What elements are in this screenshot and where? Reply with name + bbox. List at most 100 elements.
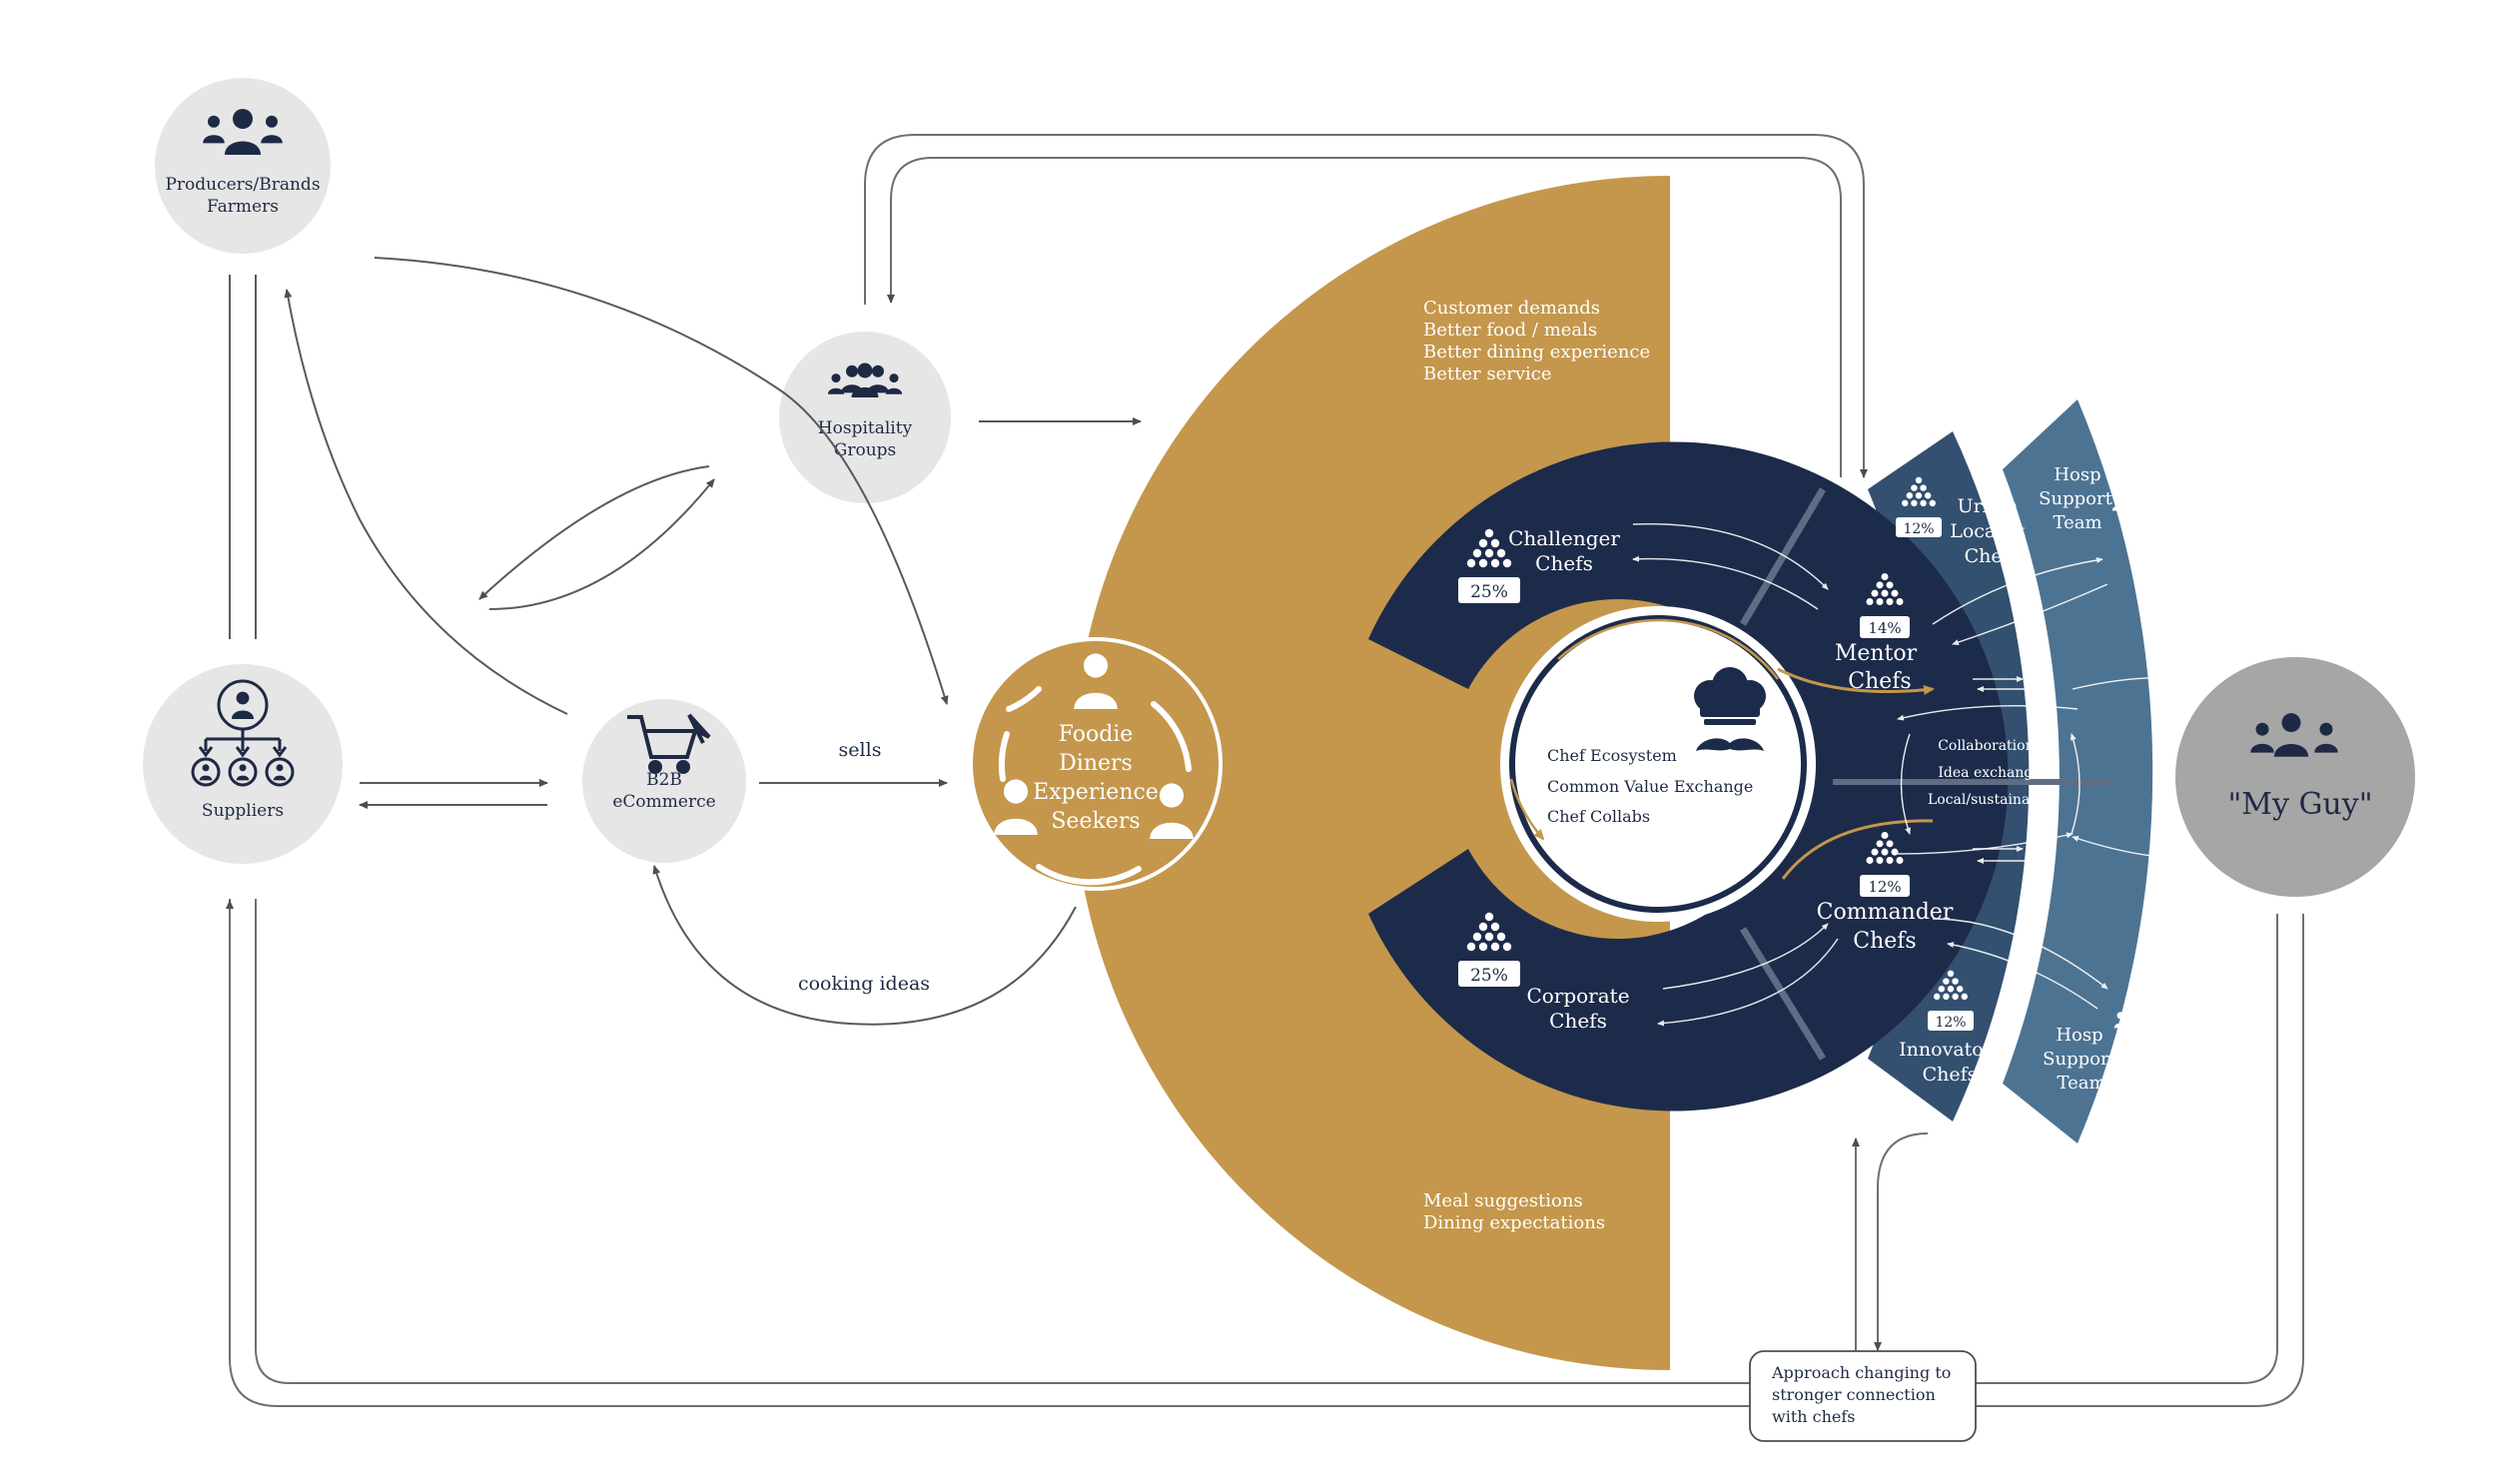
hospitality-label-1: Hospitality <box>818 418 913 438</box>
ring-divider-lower <box>1740 927 1826 1061</box>
commander-label-2: Chefs <box>1853 929 1916 954</box>
chef-hat-mustache-icon <box>1694 667 1766 751</box>
b2b-ecommerce-node <box>582 699 746 863</box>
support-to-commander-arrow <box>1947 942 2098 1010</box>
support-top-2: Support <box>2039 488 2112 509</box>
producers-label-2: Farmers <box>207 197 279 217</box>
innovator-chefs-segment: 12% Innovator Chefs <box>1899 970 1994 1086</box>
corporate-label-2: Chefs <box>1549 1009 1607 1033</box>
producers-label-1: Producers/Brands <box>165 175 320 195</box>
innovator-pct-badge <box>1928 1011 1974 1031</box>
center-text-2: Common Value Exchange <box>1547 777 1753 796</box>
shopping-cart-icon <box>627 713 711 774</box>
urban-label-3: Chefs <box>1965 545 2020 567</box>
bottom-frame-outer-right <box>1976 914 2304 1407</box>
support-top-3: Team <box>2053 512 2101 533</box>
callout-line-3: with chefs <box>1772 1407 1856 1426</box>
hosp-support-top: Hosp Support Team <box>2039 464 2153 533</box>
support-bottom-3: Team <box>2057 1073 2105 1094</box>
top-frame-inner <box>887 157 1842 477</box>
bottom-frame-inner-right <box>1976 914 2278 1384</box>
callout-line-2: stronger connection <box>1772 1385 1936 1404</box>
commander-label-1: Commander <box>1817 900 1954 925</box>
hosp-support-band <box>2003 399 2153 1143</box>
foodie-cycle-arc-3 <box>1036 864 1142 886</box>
hosp-support-bottom: Hosp Support Team <box>2043 1005 2155 1094</box>
chef-ecosystem-ring <box>1368 441 2009 1112</box>
challenger-chefs-segment: 25% Challenger Chefs <box>1458 526 1620 603</box>
corporate-to-commander-arrow <box>1662 923 1829 990</box>
challenger-pct: 25% <box>1470 582 1508 602</box>
foodie-to-b2b-arrow <box>652 865 1077 1026</box>
mentor-to-challenger-arrow <box>1632 555 1819 610</box>
mentor-to-support-arrow <box>1932 556 2103 625</box>
exchange-left-arc <box>1900 733 1911 835</box>
demand-line-2: Better food / meals <box>1423 320 1597 341</box>
callout-line-1: Approach changing to <box>1771 1363 1951 1382</box>
bottom-frame-inner-left <box>255 1347 1750 1384</box>
urban-label-2: Localist <box>1950 520 2026 542</box>
producers-node <box>155 78 331 254</box>
mentor-label-1: Mentor <box>1835 641 1918 666</box>
support-team-icon-top <box>2111 487 2153 511</box>
foodie-label-3: Experience <box>1033 780 1159 805</box>
support-bottom-2: Support <box>2043 1049 2116 1070</box>
approach-callout <box>1749 1350 1977 1442</box>
center-inner-ring <box>1509 615 1807 913</box>
mentor-label-2: Chefs <box>1848 669 1911 694</box>
innovator-label-2: Chefs <box>1923 1064 1978 1086</box>
hospitality-label-2: Groups <box>834 440 897 460</box>
center-text-3: Chef Collabs <box>1547 807 1650 826</box>
mentor-chefs-segment: 14% Mentor Chefs <box>1835 573 1918 694</box>
support-top-1: Hosp <box>2054 464 2100 485</box>
gold-orbit-left <box>1509 778 1545 841</box>
commander-to-corporate-arrow <box>1657 938 1839 1027</box>
hospitality-groups-node <box>779 332 951 503</box>
callout-arrow-down <box>1874 1132 1929 1351</box>
exchange-right-arc <box>2070 733 2081 835</box>
support-to-mentor-arrow <box>1952 583 2108 645</box>
my-guy-node <box>2175 657 2415 897</box>
gold-orbit-top <box>1557 618 1779 680</box>
edge-cooking-ideas: cooking ideas <box>798 973 930 995</box>
exchange-idea: Idea exchange <box>1938 765 2041 781</box>
b2b-label-2: eCommerce <box>612 792 715 812</box>
foodie-label-1: Foodie <box>1059 722 1134 747</box>
corporate-pct-badge <box>1458 961 1520 987</box>
exchange-local: Local/sustainable <box>1928 792 2052 808</box>
innovator-pct: 12% <box>1935 1015 1966 1031</box>
suggestion-line-2: Dining expectations <box>1423 1212 1605 1233</box>
demand-line-1: Customer demands <box>1423 298 1600 319</box>
challenger-to-mentor-arrow <box>1632 522 1829 590</box>
innovator-label-1: Innovator <box>1899 1039 1994 1061</box>
suggestion-line-1: Meal suggestions <box>1423 1190 1583 1211</box>
corporate-chefs-segment: 25% Corporate Chefs <box>1458 912 1630 1033</box>
urban-label-1: Urban <box>1958 495 2019 517</box>
challenger-label-1: Challenger <box>1508 526 1620 550</box>
commander-pct: 12% <box>1868 878 1901 896</box>
corporate-label-1: Corporate <box>1526 984 1629 1008</box>
bottom-frame-outer-left <box>229 899 1750 1407</box>
challenger-pct-badge <box>1458 577 1520 603</box>
edge-sells: sells <box>839 739 882 761</box>
org-chart-icon <box>191 679 295 787</box>
b2b-to-hospitality-arrow <box>488 478 715 610</box>
mentor-pct: 14% <box>1868 619 1901 637</box>
urban-pct: 12% <box>1903 521 1934 537</box>
top-frame-outer <box>864 134 1868 478</box>
commander-pct-badge <box>1860 875 1910 897</box>
gold-arrow-to-mentor <box>1777 667 1935 695</box>
commander-chefs-segment: 12% Commander Chefs <box>1817 832 1954 954</box>
my-guy-label: "My Guy" <box>2227 787 2372 822</box>
demand-line-4: Better service <box>1423 364 1551 384</box>
exchange-collaborations: Collaborations <box>1938 738 2042 754</box>
challenger-label-2: Chefs <box>1535 551 1593 575</box>
foodie-cycle-arc-4 <box>998 731 1010 782</box>
exchange-top-arrow <box>1897 704 2079 721</box>
suppliers-node <box>143 664 343 864</box>
urban-pct-badge <box>1896 517 1942 537</box>
foodie-cycle-arc-2 <box>1151 701 1192 772</box>
foodie-label-2: Diners <box>1059 751 1133 776</box>
